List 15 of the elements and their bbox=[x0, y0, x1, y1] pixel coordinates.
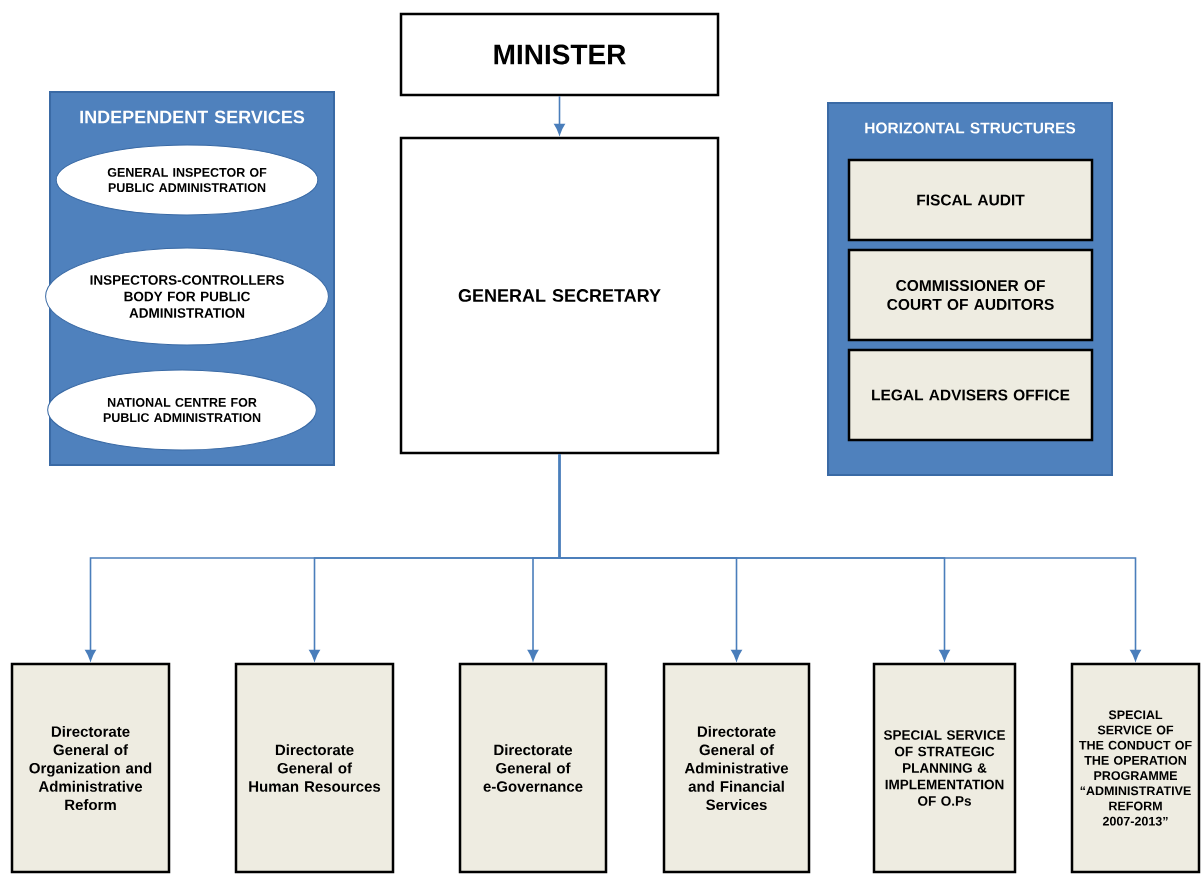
title-box: MINISTER bbox=[399, 12, 720, 97]
process-box: Directorate General of Human Resources bbox=[234, 662, 395, 874]
title-box: GENERAL SECRETARY bbox=[399, 136, 720, 455]
process-box: FISCAL AUDIT bbox=[847, 158, 1094, 242]
arrow bbox=[554, 95, 565, 135]
panel-heading: HORIZONTAL STRUCTURES bbox=[865, 122, 1076, 134]
process-box: LEGAL ADVISERS OFFICE bbox=[847, 348, 1094, 442]
arrow bbox=[85, 453, 561, 661]
process-box: SPECIAL SERVICE OF THE CONDUCT OF THE OPERATION PROGRAMME “ADMINISTRATIVE REFORM 2007-2013” bbox=[1070, 662, 1201, 874]
process-box: SPECIAL SERVICE OF STRATEGIC PLANNING & IMPLEMENTATION OF O.Ps bbox=[872, 662, 1017, 874]
process-box: Directorate General of Organization and Administrative Reform bbox=[10, 662, 171, 874]
panel-heading: INDEPENDENT SERVICES bbox=[80, 110, 305, 124]
process-box: Directorate General of e-Governance bbox=[458, 662, 608, 874]
process-box: Directorate General of Administrative and Financial Services bbox=[662, 662, 811, 874]
process-box: COMMISSIONER OF COURT OF AUDITORS bbox=[847, 248, 1094, 342]
